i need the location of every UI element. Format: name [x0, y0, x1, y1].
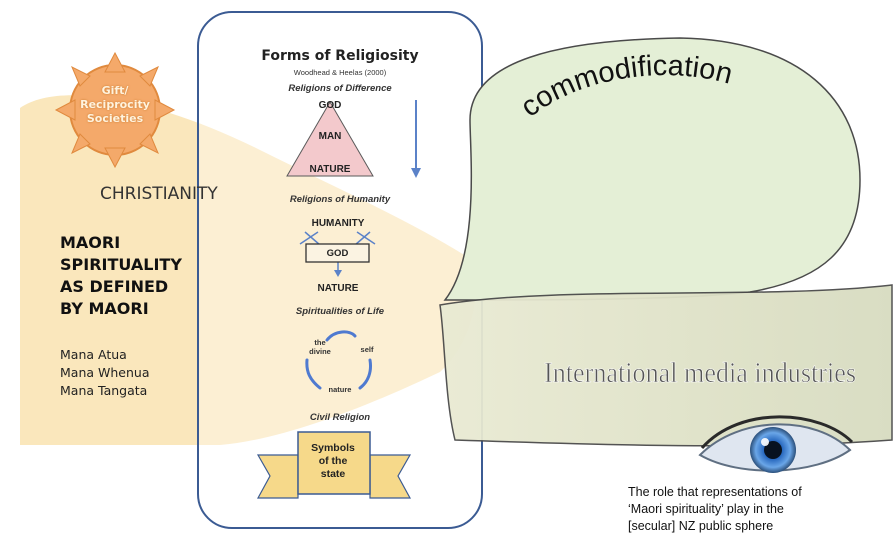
difference-heading: Religions of Difference [288, 83, 392, 94]
triangle-nature: NATURE [309, 164, 351, 175]
mana-item: Mana Tangata [60, 383, 148, 398]
sun-label: Gift/ Reciprocity Societies [80, 84, 150, 125]
role-caption: The role that representations of ‘Maori … [628, 485, 802, 533]
god-box [305, 243, 370, 263]
christianity-label: CHRISTIANITY [100, 184, 218, 204]
media-label: International media industries [544, 357, 856, 389]
difference-triangle [286, 101, 374, 177]
humanity-arrows-icon [299, 231, 376, 277]
cycle-arrows-icon [305, 330, 372, 390]
symbols-label: Symbols of the state [311, 442, 355, 480]
cycle-nature: nature [328, 385, 352, 394]
god-label: GOD [326, 248, 349, 259]
mana-list: Mana Atua Mana Whenua Mana Tangata [60, 346, 149, 400]
life-heading: Spiritualities of Life [295, 306, 385, 317]
mana-item: Mana Atua [60, 347, 127, 362]
humanity-nature: NATURE [317, 283, 359, 294]
humanity-heading: Religions of Humanity [289, 194, 391, 205]
forms-subtitle: Woodhead & Heelas (2000) [293, 68, 387, 77]
forms-title: Forms of Religiosity [261, 48, 419, 64]
eye-icon [698, 415, 854, 473]
down-arrow-icon [411, 100, 421, 178]
cycle-self: self [360, 345, 374, 354]
sun-icon [54, 51, 176, 169]
cycle-divine: the divine [309, 338, 331, 356]
triangle-god: GOD [318, 100, 342, 111]
christianity-wedge [20, 95, 477, 445]
symbols-banner [256, 431, 412, 499]
mana-item: Mana Whenua [60, 365, 150, 380]
civil-heading: Civil Religion [309, 412, 371, 423]
humanity-label: HUMANITY [311, 218, 365, 229]
triangle-man: MAN [318, 131, 342, 142]
maori-title: MAORI SPIRITUALITY AS DEFINED BY MAORI [60, 233, 182, 318]
